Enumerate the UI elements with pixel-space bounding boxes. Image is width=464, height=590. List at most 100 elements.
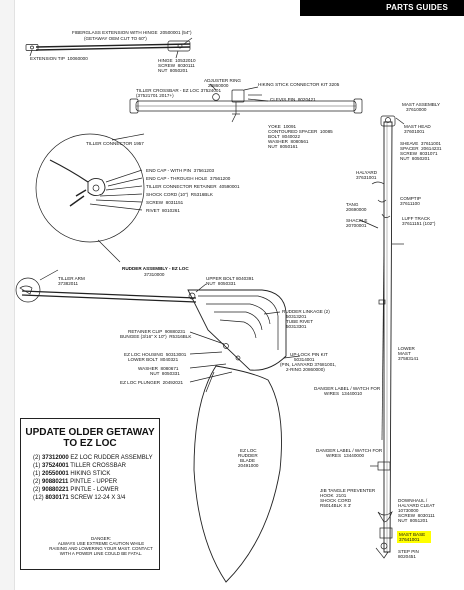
list-item: (2) 90880221 PINTLE - LOWER	[33, 487, 119, 493]
bungee-label: BUNGEE (3/16" X 10") R5316BLK	[120, 334, 192, 339]
end-cap-label: END CAP - WITH PIN 37561203	[146, 168, 215, 173]
list-item: (2) 90880211 PINTLE - UPPER	[33, 479, 118, 485]
connector-retainer-label: TILLER CONNECTOR RETAINER 40590001	[146, 184, 240, 189]
danger-label-upper-pn: WIRES 13440010	[324, 391, 363, 396]
spacer-label: CONTOURED SPACER 10085	[268, 129, 333, 134]
sheave-spacer-label: SPACER 20614231	[400, 146, 442, 151]
blade-label-2: RUDDER	[238, 453, 258, 458]
jib-preventer-label: JIB TANGLE PREVENTER	[320, 488, 376, 493]
mast-assembly-label: MAST ASSEMBLY	[402, 102, 441, 107]
hinge-screw-label: SCREW 8030111	[158, 63, 195, 68]
tiller-crossbar	[129, 83, 363, 123]
danger-label-lower-pn: WIRES 13440000	[326, 453, 365, 458]
upper-bolt-nut-label: NUT 8050331	[206, 281, 236, 286]
danger-heading: DANGER:	[90, 536, 111, 541]
list-item: (1) 20550001 HIKING STICK	[33, 471, 111, 477]
uplock-kit-label: UP-LOCK PIN KIT	[290, 352, 328, 357]
shock-cord-label: SHOCK CORD (10") R5316BLK	[146, 192, 213, 197]
lower-mast-pn: 37583141	[398, 356, 419, 361]
tang-label: TANG	[346, 202, 359, 207]
lower-washer-label: WASHER 8080671	[138, 366, 179, 371]
halyard-cleat-pn: 10730000	[398, 508, 419, 513]
extension-tip-label: EXTENSION TIP 10060000	[30, 56, 88, 61]
danger-label-upper: DANGER LABEL / WATCH FOR	[314, 386, 381, 391]
retainer-clip-label: RETAINER CLIP 90880231	[128, 329, 186, 334]
mast-base-pn: 37641001	[399, 537, 420, 542]
callout-title-line-2: TO EZ LOC	[63, 438, 117, 449]
sheave-label: SHEAVE 37611001	[400, 141, 441, 146]
update-callout: UPDATE OLDER GETAWAY TO EZ LOC (2) 37312…	[20, 418, 160, 570]
halyard-pn: 37631001	[356, 175, 377, 180]
luff-track-pn: 37611151 (102")	[402, 221, 436, 226]
tiller-connector-detail	[35, 133, 145, 263]
list-item: (1) 37524001 TILLER CROSSBAR	[33, 463, 126, 469]
hiking-connector-label: HIKING STICK CONNECTOR KIT 3205	[258, 82, 340, 87]
halyard-cleat-label: HALYARD CLEAT	[398, 503, 435, 508]
mast-head-label: MAST HEAD	[404, 124, 431, 129]
header-bar: PARTS GUIDES	[300, 0, 464, 16]
rudder-linkage-label: RUDDER LINKAGE (2)	[282, 309, 330, 314]
hinge-nut-label: NUT 8050201	[158, 68, 188, 73]
list-item: (2) 37312000 EZ LOC RUDDER ASSEMBLY	[33, 455, 153, 461]
tube-rivet-pn: 50313301	[286, 324, 307, 329]
uplock-kit-contents: (PIN, LANYARD 37681001,	[280, 362, 337, 367]
jib-hook-label: HOOK 2101	[320, 493, 347, 498]
end-cap-through-label: END CAP - THROUGH HOLE 37561200	[146, 176, 231, 181]
comptip-pn: 37611100	[400, 201, 420, 206]
mast-base-label: MAST BASE	[399, 532, 426, 537]
ez-loc-plunger-label: EZ LOC PLUNGER 20492021	[120, 380, 184, 385]
crossbar-label: TILLER CROSSBAR - EZ LOC 37524001	[136, 88, 222, 93]
jib-shock-cord-pn: R5014BLK X 3'	[320, 503, 352, 508]
tube-rivet-label: TUBE RIVET	[286, 319, 314, 324]
callout-title-line-1: UPDATE OLDER GETAWAY	[25, 427, 155, 438]
connector-screw-label: SCREW 8031151	[146, 200, 184, 205]
rudder-linkage-pn: 50313201	[286, 314, 307, 319]
adjuster-ring-pn: 20860000	[208, 83, 229, 88]
step-pin-pn: 8020451	[398, 554, 416, 559]
uplock-kit-pn: 50314001	[294, 357, 315, 362]
washer-label: WASHER 8080561	[268, 139, 309, 144]
sheave-screw-label: SCREW 8031071	[400, 151, 438, 156]
nut-label: NUT 8050161	[268, 144, 298, 149]
rudder-assembly-title: RUDDER ASSEMBLY - EZ LOC	[122, 266, 189, 271]
upper-bolt-label: UPPER BOLT 8040391	[206, 276, 254, 281]
lower-mast-label: LOWER	[398, 346, 415, 351]
jib-shock-cord-label: SHOCK CORD	[320, 498, 352, 503]
adjuster-ring-label: ADJUSTER RING	[204, 78, 242, 83]
list-item: (12) 8030171 SCREW 12-24 X 3/4	[33, 495, 126, 501]
danger-label-lower: DANGER LABEL / WATCH FOR	[316, 448, 383, 453]
sheet-edge	[0, 0, 15, 590]
cleat-screw-label: SCREW 8030111	[398, 513, 435, 518]
mast	[359, 115, 405, 559]
callout-title: UPDATE OLDER GETAWAY TO EZ LOC	[21, 427, 159, 449]
step-pin-label: STEP PIN	[398, 549, 419, 554]
sheave-nut-label: NUT 8050201	[400, 156, 430, 161]
connector-rivet-label: RIVET 8010261	[146, 208, 180, 213]
rudder-head	[187, 283, 301, 383]
shackle-label: SHACKLE	[346, 218, 368, 223]
danger-line-3: WITH A POWER LINE COULD BE FATAL.	[59, 551, 143, 556]
comptip-label: COMPTIP	[400, 196, 421, 201]
danger-notice: DANGER: ALWAYS USE EXTREME CAUTION WHILE…	[42, 536, 160, 556]
hiking-stick-extension	[25, 37, 193, 59]
fiberglass-label: FIBERGLASS EXTENSION WITH HINGE 20500001…	[72, 30, 192, 35]
mast-base-highlight	[397, 531, 431, 543]
tiller-connector-title: TILLER CONNECTOR 1957	[86, 141, 144, 146]
getaway-note-label: (GETAWAY OEM CUT TO 60")	[84, 36, 147, 41]
blade-label-3: BLADE	[240, 458, 256, 463]
header-title: PARTS GUIDES	[386, 3, 448, 12]
halyard-label: HALYARD	[356, 170, 378, 175]
luff-track-label: LUFF TRACK	[402, 216, 431, 221]
lower-nut-label: NUT 8050331	[150, 371, 180, 376]
tiller-arm-pn: 37382011	[58, 281, 79, 286]
clevis-pin-label: CLEVIS PIN 8020421	[270, 97, 316, 102]
downhaul-label: DOWNHAUL /	[398, 498, 428, 503]
mast-head-pn: 37601001	[404, 129, 425, 134]
yoke-label: YOKE 10091	[268, 124, 297, 129]
tang-pn: 20690000	[346, 207, 367, 212]
uplock-kit-ring: 2-RING 20860000)	[286, 367, 325, 372]
bolt-label: BOLT 8040022	[268, 134, 301, 139]
tiller-arm	[15, 269, 197, 303]
